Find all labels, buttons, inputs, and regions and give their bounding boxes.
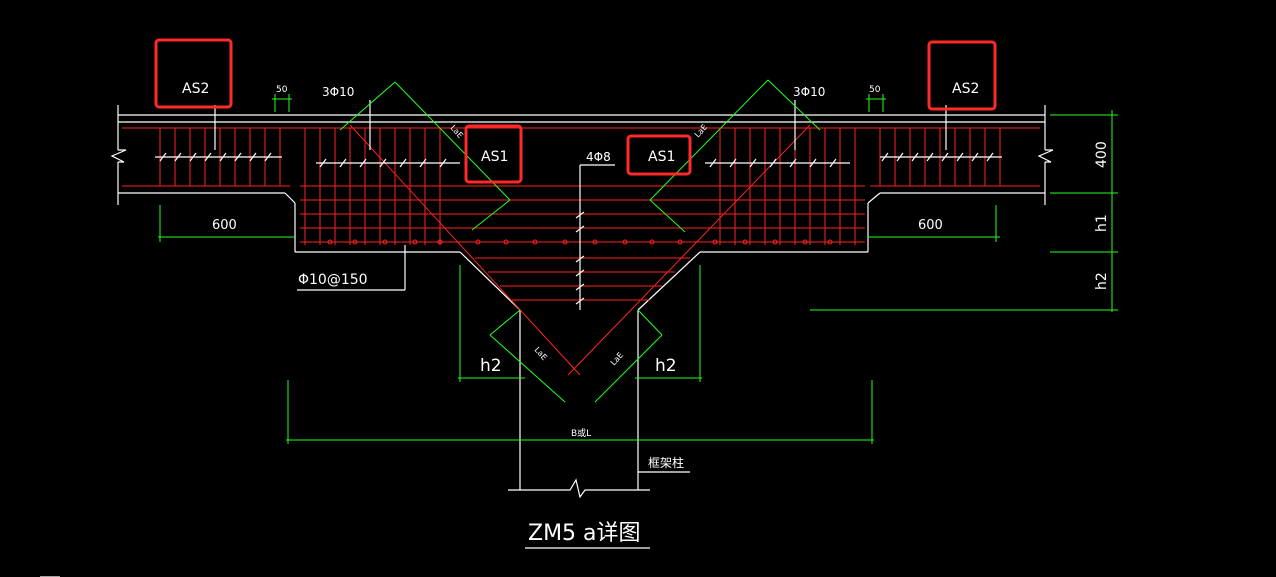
highlight-box-as1-right bbox=[626, 134, 692, 176]
drawing-title: ZM5 a详图 bbox=[528, 521, 641, 546]
label-as1-left: AS1 bbox=[481, 149, 508, 165]
label-dim-600-left: 600 bbox=[212, 218, 237, 233]
highlight-box-as2-left bbox=[154, 38, 233, 109]
label-stirrup: Φ10@150 bbox=[298, 272, 368, 288]
label-as1-right: AS1 bbox=[648, 149, 675, 165]
label-rebar-middle: 4Φ8 bbox=[586, 150, 611, 164]
label-dim-h2-mid-right: h2 bbox=[655, 356, 677, 376]
bottom-bar-dots bbox=[327, 239, 833, 245]
rebar-layout bbox=[122, 124, 1040, 376]
label-dim-50-right: 50 bbox=[869, 85, 881, 95]
label-lae-1: LaE bbox=[449, 123, 465, 140]
label-column: 框架柱 bbox=[648, 455, 684, 470]
label-lae-2: LaE bbox=[693, 123, 709, 140]
label-lae-3: LaE bbox=[533, 345, 549, 362]
highlight-boxes bbox=[154, 38, 997, 184]
label-dim-h1: h1 bbox=[1094, 214, 1110, 232]
label-dim-400: 400 bbox=[1094, 141, 1110, 168]
dimension-lines bbox=[158, 79, 1118, 444]
label-dim-600-right: 600 bbox=[918, 218, 943, 233]
label-lae-4: LaE bbox=[609, 351, 625, 368]
bar-marks bbox=[40, 100, 1002, 577]
label-as2-right: AS2 bbox=[952, 81, 979, 97]
highlight-box-as2-right bbox=[927, 40, 997, 111]
label-rebar-top-left: 3Φ10 bbox=[322, 85, 354, 99]
label-dim-50-left: 50 bbox=[276, 85, 288, 95]
label-dim-h2-right: h2 bbox=[1094, 272, 1110, 290]
label-rebar-top-right: 3Φ10 bbox=[793, 85, 825, 99]
text-labels: AS2 AS2 AS1 AS1 3Φ10 3Φ10 4Φ8 Φ10@150 50… bbox=[182, 81, 1110, 546]
concrete-outline bbox=[110, 105, 1054, 499]
stirrups-cap bbox=[304, 128, 856, 245]
highlight-box-as1-left bbox=[464, 124, 523, 184]
label-bottom-width: B或L bbox=[571, 427, 591, 439]
label-as2-left: AS2 bbox=[182, 81, 209, 97]
label-dim-h2-left: h2 bbox=[480, 356, 502, 376]
